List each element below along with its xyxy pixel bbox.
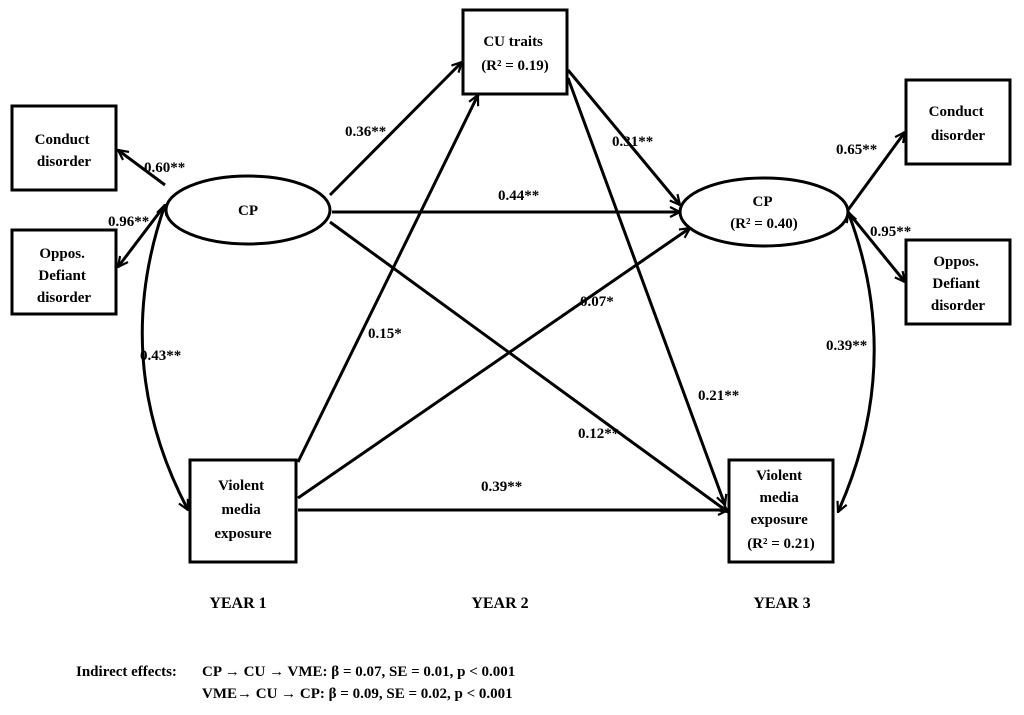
node-conduct-disorder-y1-box <box>10 104 118 192</box>
indirect-effect-vme-cu-cp: VME→ CU → CP: β = 0.09, SE = 0.02, p < 0… <box>202 686 513 702</box>
coef-cp3-conduct3: 0.65** <box>836 142 877 158</box>
coef-cp1-conduct1: 0.60** <box>144 160 185 176</box>
node-conduct-disorder-y3-label: Conduct disorder <box>929 104 988 144</box>
edge-vme1-cu <box>296 95 480 463</box>
coef-cu-cp3: 0.31** <box>612 134 653 150</box>
edge-vme1-cp3 <box>297 228 690 500</box>
edge-cp3-conduct3 <box>846 132 905 211</box>
year-1-label: YEAR 1 <box>209 595 266 612</box>
node-odd-y1-box <box>10 228 118 316</box>
coef-cp1-cp3: 0.44** <box>498 188 539 204</box>
coef-vme1-cu: 0.15* <box>368 326 402 342</box>
coef-cu-vme3: 0.21** <box>698 388 739 404</box>
edge-cu-vme3 <box>566 77 725 505</box>
coef-cp1-vme1: 0.43** <box>140 348 181 364</box>
node-cp-y1-label: CP <box>238 203 258 219</box>
coef-cp1-vme3: 0.12** <box>578 426 619 442</box>
node-odd-y3-label: Oppos. Defiant disorder <box>931 254 986 314</box>
node-odd-y1-label: Oppos. Defiant disorder <box>37 246 92 306</box>
node-conduct-disorder-y3-box <box>904 78 1012 166</box>
year-3-label: YEAR 3 <box>753 595 810 612</box>
coef-cp1-cu: 0.36** <box>345 124 386 140</box>
node-cu-traits-box <box>461 8 569 96</box>
coef-cp1-odd1: 0.96** <box>108 214 149 230</box>
node-conduct-disorder-y1-label: Conduct disorder <box>35 132 94 170</box>
edge-cp1-conduct1 <box>118 150 166 187</box>
node-cp-y3-label: CP (R² = 0.40) <box>730 194 798 232</box>
node-vme-y1-box <box>188 458 298 564</box>
coef-vme1-vme3: 0.39** <box>481 479 522 495</box>
coef-cp3-vme3: 0.39** <box>826 338 867 354</box>
edge-cp1-vme3 <box>329 220 728 512</box>
coef-cp3-odd3: 0.95** <box>870 224 911 240</box>
node-odd-y3-box <box>904 238 1012 326</box>
year-2-label: YEAR 2 <box>471 595 528 612</box>
node-vme-y3-box <box>727 458 835 564</box>
indirect-effect-cp-cu-vme: CP → CU → VME: β = 0.07, SE = 0.01, p < … <box>202 664 516 680</box>
edge-cp3-vme3-correlation <box>838 212 876 512</box>
edge-cp1-vme1-correlation <box>140 205 190 510</box>
node-vme-y1-label: Violent media exposure <box>214 478 272 542</box>
edge-cp1-cu <box>328 62 462 197</box>
edge-cu-cp3 <box>566 69 680 205</box>
node-vme-y3-label: Violent media exposure (R² = 0.21) <box>747 468 815 552</box>
coef-vme1-cp3: 0.07* <box>580 294 614 310</box>
node-cu-traits-label: CU traits (R² = 0.19) <box>481 34 549 74</box>
node-cp-y3-ellipse <box>678 176 850 248</box>
node-cp-y1-ellipse <box>164 174 332 246</box>
indirect-effects-label: Indirect effects: <box>76 664 177 680</box>
edge-cp3-odd3 <box>846 211 905 282</box>
